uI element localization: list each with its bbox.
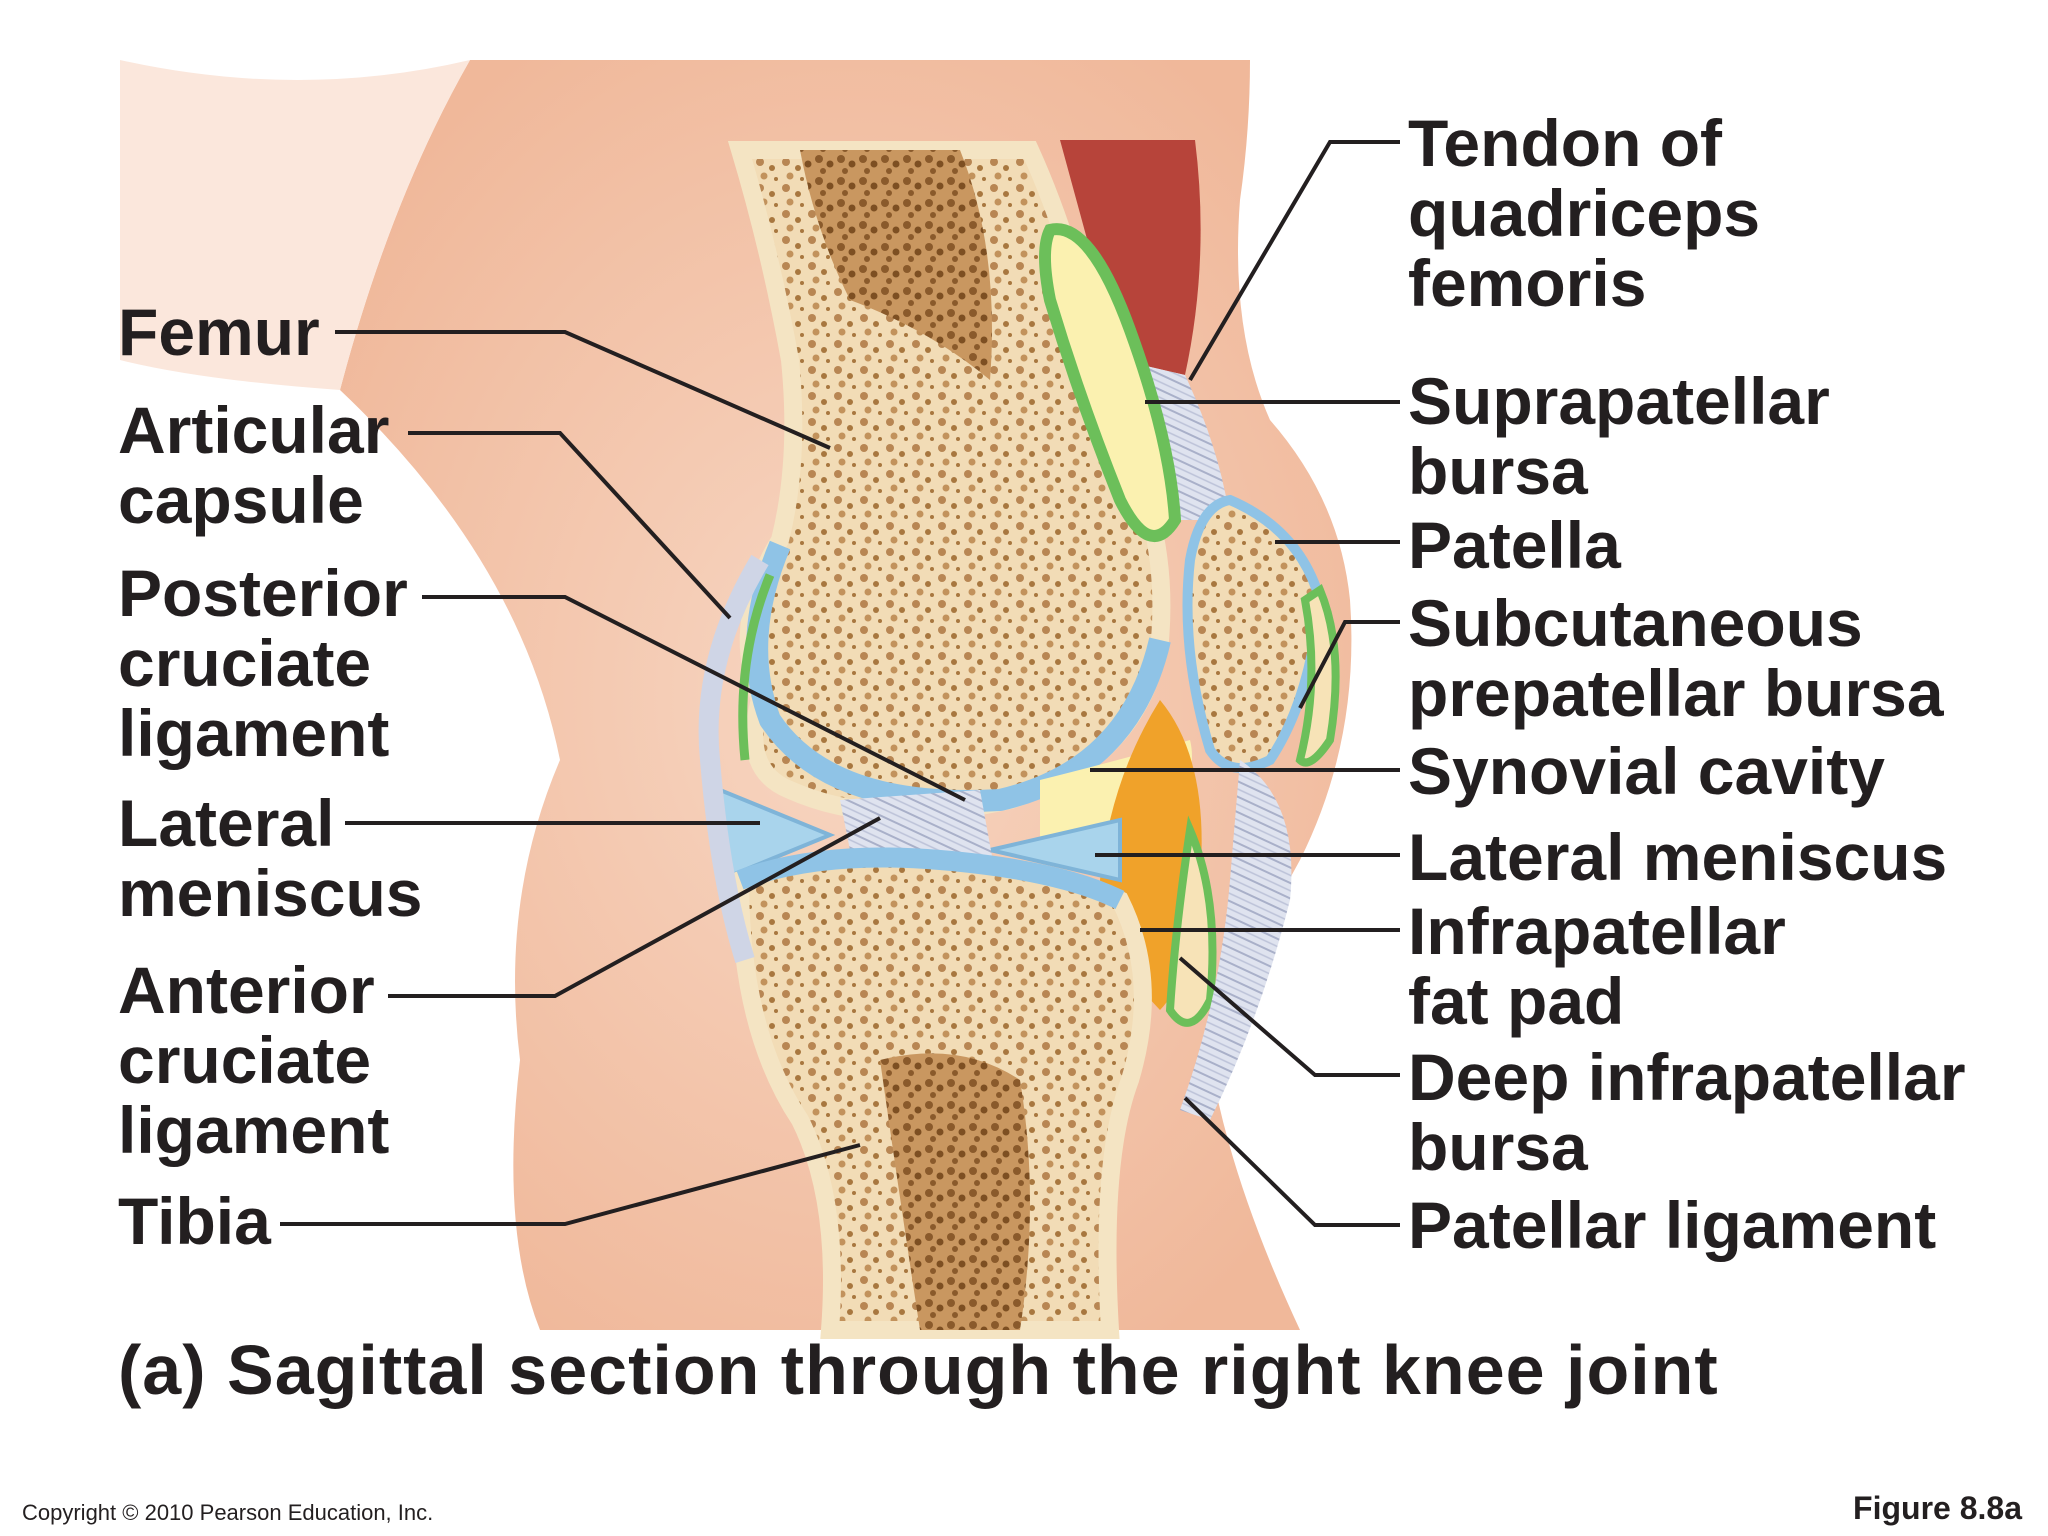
copyright-notice: Copyright © 2010 Pearson Education, Inc.: [22, 1500, 434, 1525]
posterior-articular-capsule: [698, 554, 769, 963]
anterior-meniscus: [989, 817, 1122, 883]
leader-articular-capsule: [408, 431, 732, 620]
label-tibia: Tibia: [118, 1184, 271, 1258]
leader-deep-infrapatellar-bursa: [1178, 956, 1400, 1077]
figure-caption: (a) Sagittal section through the right k…: [118, 1331, 1719, 1409]
label-anterior-cruciate-ligament: Anterior cruciate ligament: [118, 953, 390, 1167]
leader-lines-left: [280, 330, 966, 1226]
patellar-ligament: [1180, 760, 1292, 1120]
tibia-medullary: [880, 1053, 1030, 1330]
label-infrapatellar-fat-pad: Infrapatellar fat pad: [1408, 894, 1786, 1038]
label-patellar-ligament: Patellar ligament: [1408, 1188, 1937, 1262]
label-femur: Femur: [118, 295, 320, 369]
label-deep-infrapatellar-bursa: Deep infrapatellar bursa: [1408, 1040, 1966, 1184]
leader-patellar-ligament: [1183, 1096, 1400, 1227]
label-posterior-cruciate-ligament: Posterior cruciate ligament: [118, 556, 408, 770]
femur-medullary: [800, 150, 992, 380]
posterior-synovial-membrane: [738, 573, 775, 761]
label-subcutaneous-prepatellar-bursa: Subcutaneous prepatellar bursa: [1408, 586, 1944, 730]
label-lateral-meniscus-right: Lateral meniscus: [1408, 820, 1948, 894]
leg-skin-left-fade: [120, 60, 470, 390]
figure-number: Figure 8.8a: [1853, 1490, 2022, 1526]
femur-articular-cartilage: [746, 540, 1171, 812]
leader-prepatellar-bursa: [1298, 620, 1400, 709]
quadriceps-muscle: [1060, 140, 1201, 375]
leader-posterior-cruciate: [422, 595, 966, 802]
leader-femur: [335, 330, 831, 450]
label-articular-capsule: Articular capsule: [118, 393, 390, 537]
leader-tendon-quadriceps: [1188, 140, 1400, 382]
label-synovial-cavity: Synovial cavity: [1408, 734, 1885, 808]
leader-tibia: [280, 1143, 861, 1226]
leader-anterior-cruciate: [388, 816, 881, 998]
label-tendon-of-quadriceps-femoris: Tendon of quadriceps femoris: [1408, 106, 1761, 320]
leader-lines-right: [1090, 140, 1400, 1227]
label-lateral-meniscus-left: Lateral meniscus: [118, 786, 423, 930]
suprapatellar-bursa: [1039, 223, 1182, 542]
label-suprapatellar-bursa: Suprapatellar bursa: [1408, 364, 1830, 508]
label-patella: Patella: [1408, 508, 1621, 582]
